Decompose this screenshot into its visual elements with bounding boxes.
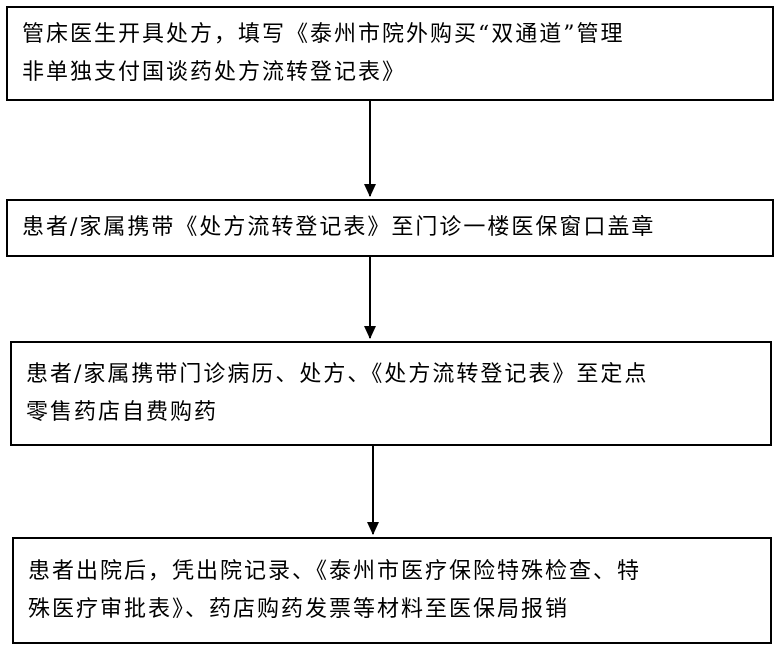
step-2-text-line-1: 患者/家属携带《处方流转登记表》至门诊一楼医保窗口盖章 (22, 215, 656, 240)
step-3-text-line-2: 零售药店自费购药 (26, 399, 219, 425)
step-1-box: 管床医生开具处方，填写《泰州市院外购买“双通道”管理 非单独支付国谈药处方流转登… (6, 6, 774, 101)
step-4-box: 患者出院后，凭出院记录、《泰州市医疗保险特殊检查、特 殊医疗审批表》、药店购药发… (12, 537, 772, 644)
arrow-step3-to-step4 (367, 446, 379, 535)
step-1-text-line-2: 非单独支付国谈药处方流转登记表》 (22, 59, 407, 85)
step-3-text-line-1: 患者/家属携带门诊病历、处方、《处方流转登记表》至定点 (26, 361, 649, 387)
step-2-box: 患者/家属携带《处方流转登记表》至门诊一楼医保窗口盖章 (6, 199, 774, 257)
arrow-step2-to-step3 (364, 257, 376, 339)
arrow-step1-to-step2 (364, 101, 376, 197)
step-3-box: 患者/家属携带门诊病历、处方、《处方流转登记表》至定点 零售药店自费购药 (10, 341, 772, 446)
step-4-text-line-1: 患者出院后，凭出院记录、《泰州市医疗保险特殊检查、特 (28, 558, 642, 584)
step-4-text-line-2: 殊医疗审批表》、药店购药发票等材料至医保局报销 (28, 596, 570, 622)
step-1-text-line-1: 管床医生开具处方，填写《泰州市院外购买“双通道”管理 (22, 21, 625, 47)
